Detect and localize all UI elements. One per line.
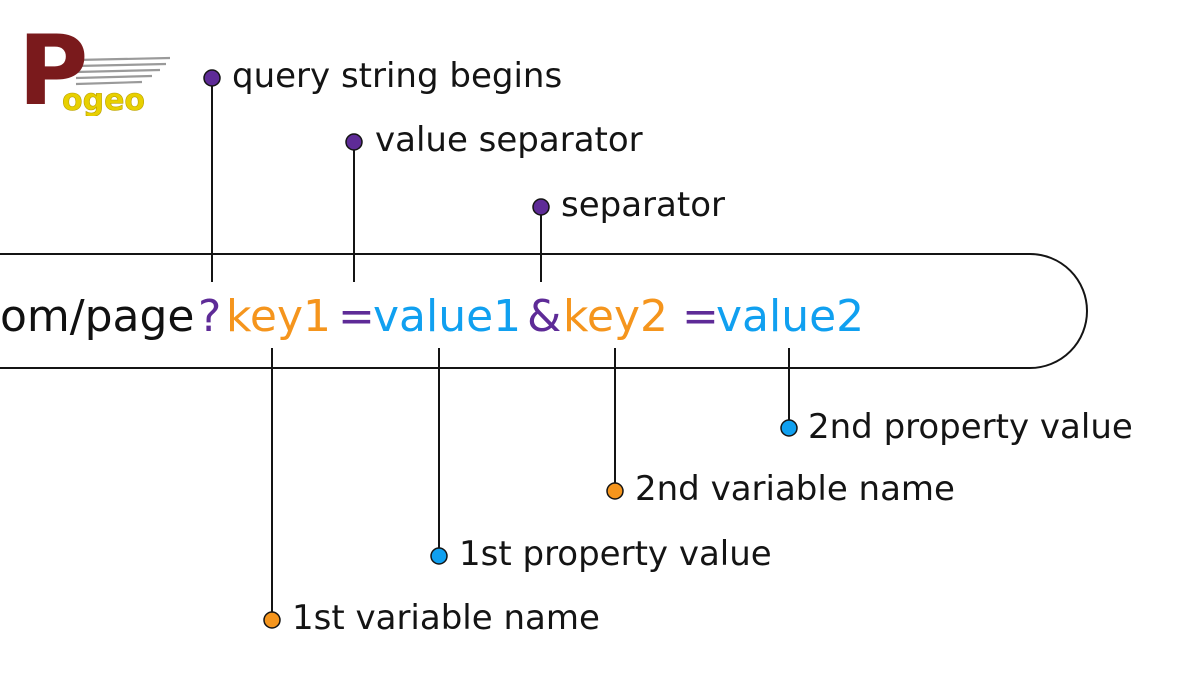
callout-separator: separator [532,185,725,282]
marker-dot [532,198,550,216]
logo-letter: P [18,22,88,116]
marker-dot [345,133,363,151]
url-value2: value2 [716,291,864,342]
callout-2nd-property-value: 2nd property value [780,348,1133,447]
callout-label: 1st variable name [292,598,600,638]
callout-label: 2nd property value [808,407,1133,447]
url-question-mark: ? [198,291,221,342]
marker-dot [263,611,281,629]
callout-1st-variable-name: 1st variable name [263,348,600,638]
pogeo-logo: P ogeo [18,22,171,116]
url-text: om/page ? key1 = value1 & key2 = value2 [0,291,864,342]
logo-wings [75,56,171,86]
logo-wordmark: ogeo [62,83,145,116]
marker-dot [780,419,798,437]
callout-1st-property-value: 1st property value [430,348,772,574]
callout-label: separator [561,185,725,225]
callout-2nd-variable-name: 2nd variable name [606,348,955,509]
url-capsule [0,253,1088,369]
callout-query-string-begins: query string begins [203,56,562,282]
url-key2: key2 [563,291,668,342]
url-ampersand: & [527,291,561,342]
url-key1: key1 [226,291,331,342]
url-prefix: om/page [0,291,195,342]
callout-label: query string begins [232,56,562,96]
callout-value-separator: value separator [345,120,643,282]
marker-dot [606,482,624,500]
url-equals-2: = [682,291,719,342]
callout-label: value separator [375,120,643,160]
marker-dot [430,547,448,565]
url-equals-1: = [338,291,375,342]
callout-label: 2nd variable name [635,469,955,509]
callout-label: 1st property value [459,534,772,574]
marker-dot [203,69,221,87]
url-value1: value1 [373,291,521,342]
